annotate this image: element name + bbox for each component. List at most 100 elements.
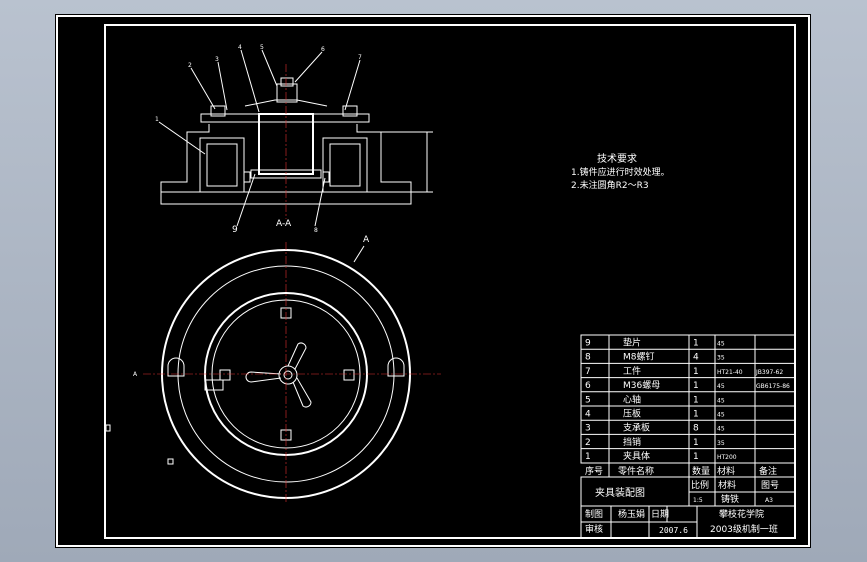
bom-cell-qty: 1 <box>693 438 699 448</box>
view-leader <box>353 245 365 263</box>
left-hatch <box>206 143 238 187</box>
leader-9 <box>236 173 256 227</box>
scale-label: 比例 <box>691 479 709 491</box>
drafter-name: 杨玉娟 <box>618 508 645 520</box>
bom-cell-no: 7 <box>585 367 591 377</box>
leader-1 <box>158 121 206 155</box>
bom-cell-material: 35 <box>717 440 725 447</box>
material-label: 材料 <box>718 479 736 491</box>
section-view: 1 2 3 4 5 6 7 8 9 A-A <box>155 44 433 235</box>
bom-cell-name: M8螺钉 <box>623 352 655 363</box>
nut <box>276 83 298 103</box>
bom-cell-material: 45 <box>717 397 725 404</box>
leader-6 <box>294 51 323 83</box>
hub-inner <box>283 370 293 380</box>
leader-7 <box>344 59 361 111</box>
bom-cell-name: 垫片 <box>623 337 641 349</box>
bom-header-qty: 数量 <box>692 465 710 477</box>
stray-mark-2 <box>167 458 174 465</box>
support-right <box>342 105 358 117</box>
scale-value: 1:5 <box>693 497 703 504</box>
section-mark: A <box>133 371 138 378</box>
tech-title: 技术要求 <box>597 152 637 165</box>
balloon-8: 8 <box>314 227 318 234</box>
pad-left <box>219 369 231 381</box>
bom-header-no: 序号 <box>585 465 603 477</box>
balloon-6: 6 <box>321 46 325 53</box>
arm-top <box>287 342 307 370</box>
pin-right <box>322 171 330 183</box>
stud <box>280 77 294 87</box>
bom-cell-qty: 1 <box>693 452 699 462</box>
body-left <box>160 124 210 192</box>
bom-cell-std: GB6175-86 <box>756 383 790 390</box>
plan-view: A A <box>105 235 441 504</box>
bom-cell-name: 心轴 <box>623 393 641 405</box>
pin-left <box>243 171 251 183</box>
checker-label: 审核 <box>585 523 603 535</box>
bom-cell-qty: 1 <box>693 367 699 377</box>
material-value: 铸铁 <box>721 493 739 505</box>
drawing-sheet: 1 2 3 4 5 6 7 8 9 A-A 技术要求 1.铸件应进行时效处理。 … <box>55 14 811 548</box>
bom-cell-material: 45 <box>717 383 725 390</box>
leader-3 <box>217 61 228 111</box>
bom-cell-no: 8 <box>585 353 591 363</box>
drawing-no-value: A3 <box>765 497 773 504</box>
bom-cell-qty: 1 <box>693 381 699 391</box>
drawing-canvas: 1 2 3 4 5 6 7 8 9 A-A 技术要求 1.铸件应进行时效处理。 … <box>56 15 810 547</box>
bom-cell-name: 支承板 <box>623 422 650 434</box>
bom-cell-no: 5 <box>585 395 591 405</box>
bom-cell-material: 45 <box>717 426 725 433</box>
bom-cell-name: 压板 <box>623 408 641 420</box>
balloon-3: 3 <box>215 56 219 63</box>
body-right <box>356 124 412 192</box>
title-block-frame <box>580 476 796 539</box>
title-block: 夹具装配图 比例 材料 图号 1:5 铸铁 A3 制图 杨玉娟 日期 2007.… <box>580 476 796 539</box>
leader-4 <box>240 49 260 113</box>
bom-header-material: 材料 <box>717 465 735 477</box>
bom-cell-no: 1 <box>585 452 591 462</box>
drawing-no-label: 图号 <box>761 480 779 491</box>
school-name: 攀枝花学院 <box>719 508 764 520</box>
bom-cell-name: 工件 <box>623 365 641 377</box>
drawing-name: 夹具装配图 <box>595 486 645 499</box>
right-cavity <box>322 137 368 193</box>
bom-header-std: 备注 <box>759 465 777 477</box>
date-value: 2007.6 <box>659 526 688 535</box>
balloon-2: 2 <box>188 62 192 69</box>
clamp-plate <box>200 113 370 123</box>
leader-8 <box>314 177 326 227</box>
balloon-4: 4 <box>238 44 242 51</box>
bom-cell-material: HT21-40 <box>717 369 743 376</box>
bom-cell-name: M36螺母 <box>623 380 660 391</box>
stop-pin <box>204 379 224 391</box>
date-label: 日期 <box>651 509 669 520</box>
bom-cell-qty: 1 <box>693 410 699 420</box>
bom-cell-no: 6 <box>585 381 591 391</box>
inner-frame <box>104 24 796 539</box>
bom-cell-material: 35 <box>717 355 725 362</box>
bom-cell-no: 3 <box>585 424 591 434</box>
bom-cell-material: 45 <box>717 412 725 419</box>
bom-cell-qty: 1 <box>693 395 699 405</box>
balloon-7: 7 <box>358 54 362 61</box>
leader-5 <box>261 49 278 87</box>
bom-cell-name: 夹具体 <box>623 450 650 462</box>
bom-cell-qty: 4 <box>693 353 699 363</box>
balloon-9: 9 <box>232 225 238 235</box>
tech-note-1: 1.铸件应进行时效处理。 <box>571 166 670 178</box>
bom-cell-qty: 8 <box>693 424 699 434</box>
bom-cell-no: 4 <box>585 410 591 420</box>
tech-note-2: 2.未注圆角R2～R3 <box>571 179 649 191</box>
bom-cell-std: JB397-62 <box>755 369 783 376</box>
view-label: A <box>363 235 370 245</box>
slot-right <box>387 357 405 377</box>
pad-right <box>343 369 355 381</box>
support-left <box>210 105 226 117</box>
section-label: A-A <box>276 219 292 229</box>
right-hatch <box>329 143 361 187</box>
arm-left <box>245 371 282 383</box>
bom-cell-name: 挡销 <box>623 436 641 448</box>
